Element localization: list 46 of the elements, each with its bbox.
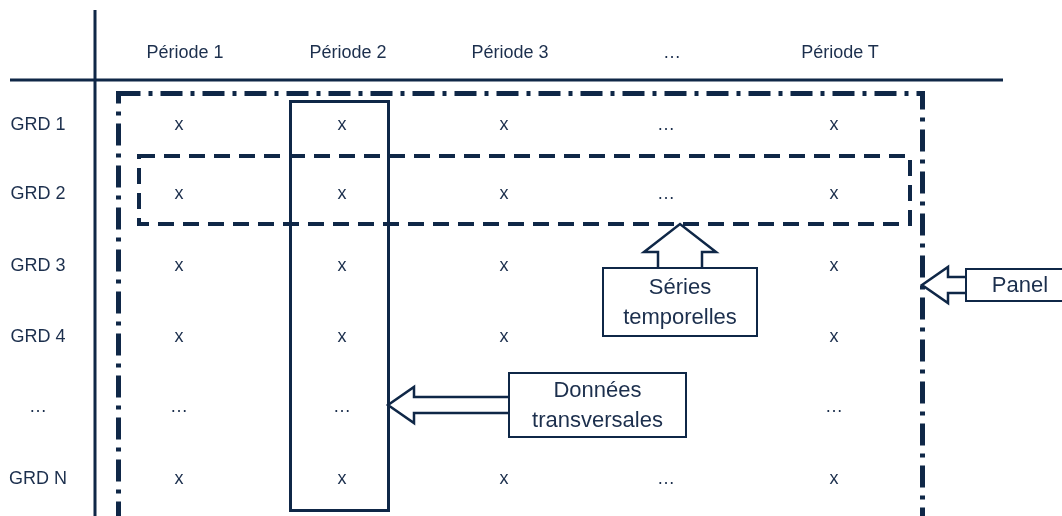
- table-value: x: [829, 469, 839, 487]
- table-value: x: [174, 469, 184, 487]
- table-value: …: [657, 115, 675, 133]
- row-frame: [137, 154, 912, 226]
- table-value: …: [333, 397, 351, 415]
- callout-box: [602, 267, 758, 337]
- row-header: GRD 3: [10, 256, 66, 274]
- table-value: …: [657, 469, 675, 487]
- callout-box: [508, 372, 687, 438]
- table-value: x: [499, 256, 509, 274]
- table-value: x: [174, 256, 184, 274]
- table-value: x: [337, 115, 347, 133]
- row-header: GRD N: [9, 469, 67, 487]
- callout-box: [965, 268, 1062, 302]
- column-frame: [288, 99, 390, 512]
- table-value: …: [170, 397, 188, 415]
- row-header: GRD 2: [10, 184, 66, 202]
- column-header: Période 2: [309, 43, 387, 61]
- row-header: GRD 1: [10, 115, 66, 133]
- callout-text: Données transversales: [531, 376, 664, 434]
- table-value: …: [657, 184, 675, 202]
- table-value: x: [337, 184, 347, 202]
- table-value: x: [337, 256, 347, 274]
- table-value: x: [337, 327, 347, 345]
- table-value: x: [174, 327, 184, 345]
- column-header: Période 1: [146, 43, 224, 61]
- table-value: x: [499, 327, 509, 345]
- table-value: x: [499, 469, 509, 487]
- panel-frame: [115, 90, 925, 516]
- column-header: …: [663, 43, 681, 61]
- table-value: x: [174, 184, 184, 202]
- row-header: …: [29, 397, 47, 415]
- callout-text: Séries temporelles: [622, 273, 738, 331]
- callout-text: Panel: [990, 271, 1050, 299]
- table-value: x: [829, 115, 839, 133]
- table-value: …: [825, 397, 843, 415]
- table-value: x: [174, 115, 184, 133]
- table-value: x: [499, 115, 509, 133]
- table-value: x: [829, 184, 839, 202]
- table-value: x: [829, 256, 839, 274]
- column-header: Période T: [801, 43, 879, 61]
- column-header: Période 3: [471, 43, 549, 61]
- row-header: GRD 4: [10, 327, 66, 345]
- table-value: x: [829, 327, 839, 345]
- table-value: x: [337, 469, 347, 487]
- table-value: x: [499, 184, 509, 202]
